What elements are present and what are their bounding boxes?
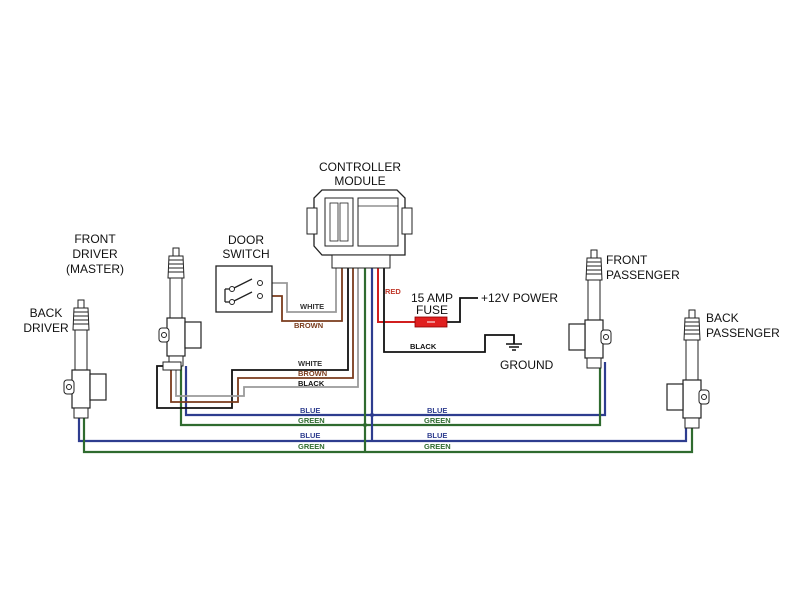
door-switch-wires	[272, 268, 343, 322]
wire-label-blue-1: BLUE	[300, 406, 320, 415]
wire-label-green-2: GREEN	[424, 416, 451, 425]
back-passenger-label-1: BACK	[706, 311, 739, 325]
front-passenger-actuator	[568, 249, 612, 369]
wire-label-black-master: BLACK	[298, 379, 325, 388]
front-driver-label-2: DRIVER	[72, 247, 118, 261]
back-passenger-label-2: PASSENGER	[706, 326, 780, 340]
wire-label-brown-master: BROWN	[298, 369, 327, 378]
controller-label-1: CONTROLLER	[319, 160, 401, 174]
controller-label-2: MODULE	[334, 174, 385, 188]
wire-label-white-master: WHITE	[298, 359, 322, 368]
fuse	[414, 316, 448, 328]
wire-label-black-ground: BLACK	[410, 342, 437, 351]
wire-label-blue-4: BLUE	[427, 431, 447, 440]
wire-label-brown-switch: BROWN	[294, 321, 323, 330]
fuse-label-1: 15 AMP	[411, 291, 453, 305]
front-passenger-label-2: PASSENGER	[606, 268, 680, 282]
front-driver-actuator	[158, 247, 202, 367]
wire-label-blue-3: BLUE	[300, 431, 320, 440]
wire-label-blue-2: BLUE	[427, 406, 447, 415]
door-switch-label-1: DOOR	[228, 233, 264, 247]
wire-label-red: RED	[385, 287, 401, 296]
door-switch-label-2: SWITCH	[222, 247, 269, 261]
wire-label-white-switch: WHITE	[300, 302, 324, 311]
front-driver-label-1: FRONT	[74, 232, 116, 246]
wire-label-green-1: GREEN	[298, 416, 325, 425]
controller-module	[306, 189, 413, 269]
master-wires	[156, 268, 359, 409]
back-passenger-actuator	[666, 309, 710, 429]
front-driver-label-3: (MASTER)	[66, 262, 124, 276]
front-passenger-label-1: FRONT	[606, 253, 648, 267]
power-ground-wires	[377, 268, 522, 353]
back-driver-label-2: DRIVER	[23, 321, 69, 335]
power-label: +12V POWER	[481, 291, 558, 305]
wire-label-green-4: GREEN	[424, 442, 451, 451]
master-connector	[162, 361, 182, 371]
wire-label-green-3: GREEN	[298, 442, 325, 451]
ground-label: GROUND	[500, 358, 554, 372]
back-driver-actuator	[63, 299, 107, 419]
back-driver-label-1: BACK	[30, 306, 63, 320]
door-switch	[215, 265, 273, 313]
fuse-label-2: FUSE	[416, 303, 448, 317]
